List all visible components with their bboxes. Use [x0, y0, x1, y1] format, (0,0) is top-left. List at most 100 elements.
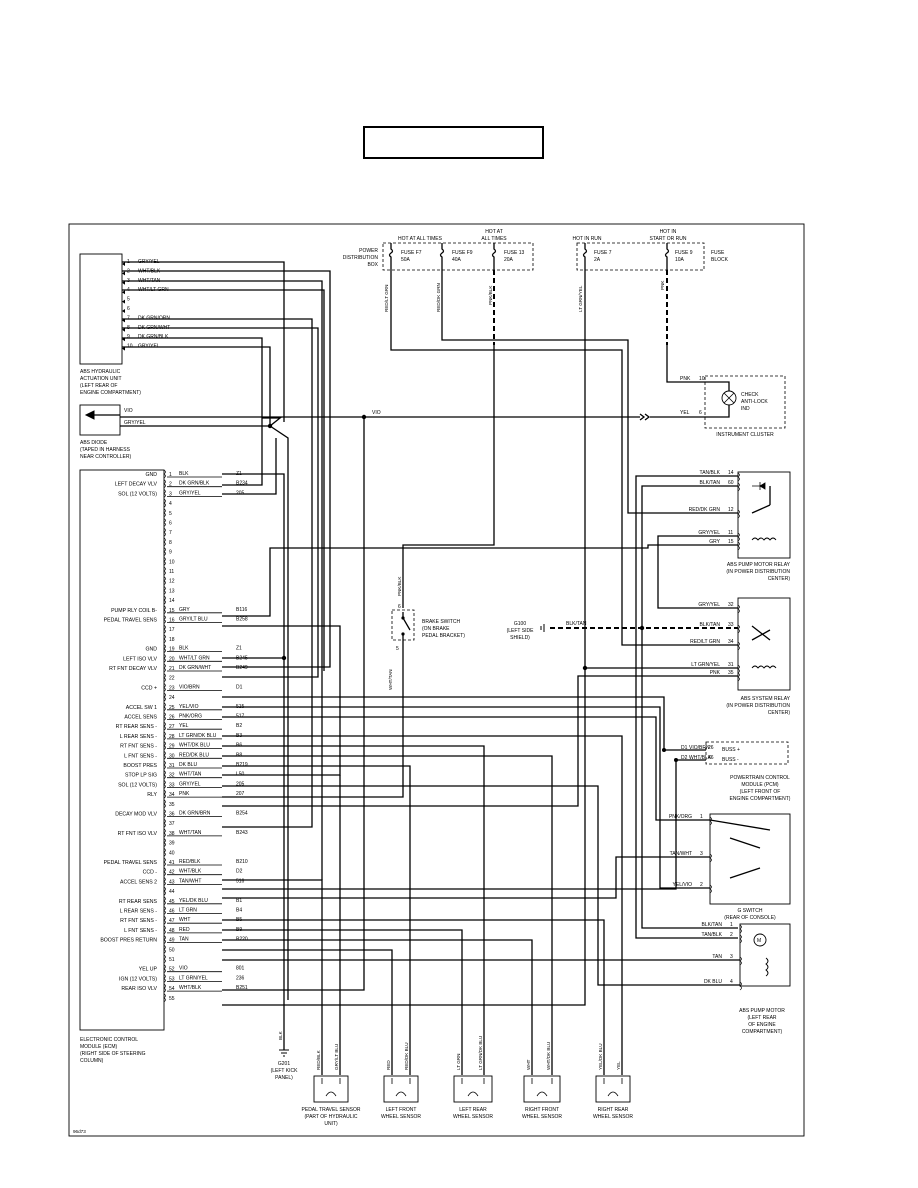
- ecm-pin-terminal: [163, 818, 166, 828]
- ecm-pin-function: PEDAL TRAVEL SENS: [104, 618, 158, 624]
- fuse-f9-symbol: [439, 243, 445, 270]
- ecm-pin-number: 22: [169, 676, 175, 682]
- g100-title-2: (LEFT SIDE: [507, 628, 535, 634]
- g-switch-pin-number: 3: [700, 851, 703, 857]
- ecm-pin-circuit: 236: [236, 975, 245, 981]
- sensor-wire-1: LT GRN: [456, 1054, 461, 1070]
- ecm-pin-function: PUMP RLY COIL B-: [111, 608, 157, 614]
- ecm-pin-number: 43: [169, 879, 175, 885]
- pcm-row1-n: 26: [708, 745, 714, 751]
- fuse-9: FUSE 9 10A: [664, 243, 693, 270]
- ecm-pin-number: 14: [169, 598, 175, 604]
- g100-title-3: SHIELD): [510, 635, 530, 641]
- system-relay-pin-terminal: [737, 664, 740, 674]
- ecm-pin-circuit: B254: [236, 811, 248, 817]
- ecm-box: [79, 469, 165, 1031]
- wire-pnk-org-accel: [222, 716, 710, 821]
- ecm-pin-terminal: [163, 954, 166, 964]
- ecm-pin-number: 44: [169, 889, 175, 895]
- ecm-pin-circuit: B251: [236, 985, 248, 991]
- pcm-title-4: ENGINE COMPARTMENT): [730, 796, 791, 802]
- ecm-pin-wire: BLK: [179, 471, 189, 477]
- g100-ground-icon: [540, 624, 545, 632]
- fuse-13-rating: 20A: [504, 257, 514, 263]
- hcu-title-4: ENGINE COMPARTMENT): [80, 390, 141, 396]
- cluster-internal-wiring: [705, 381, 730, 418]
- ecm-pin-circuit: 515: [236, 704, 245, 710]
- hot-in-start-run-a: HOT IN: [660, 229, 677, 235]
- ecm-pin-terminal: [163, 615, 166, 624]
- hcu-pin-terminal: [122, 262, 125, 266]
- ecm-pin-number: 28: [169, 734, 175, 740]
- ecm-pin-number: 19: [169, 647, 175, 653]
- ecm-pin-function: RT REAR SENS: [119, 899, 158, 905]
- page-header-box: [363, 126, 544, 159]
- ecm-pin-terminal: [163, 915, 166, 925]
- wire-wht-tan-ecm32: [222, 648, 404, 798]
- pump-relay-pin-wire: BLK/TAN: [700, 480, 721, 486]
- pump-motor-pin-terminal: [739, 934, 742, 944]
- fuse-9-name: FUSE 9: [675, 250, 693, 256]
- splice-dot-d2: [674, 758, 678, 762]
- wheel-sensor-icon: [461, 1078, 485, 1097]
- g-switch-pin-number: 2: [700, 882, 703, 888]
- pump-relay-title-1: ABS PUMP MOTOR RELAY: [727, 562, 791, 568]
- ecm-pin-terminal: [163, 731, 166, 741]
- ecm-pin-number: 51: [169, 957, 175, 963]
- ecm-pin-terminal: [163, 673, 166, 682]
- wire-vio-brn-ccd-plus: [222, 696, 706, 751]
- sensor-wire-2: WHT/DK BLU: [546, 1042, 551, 1070]
- ecm-pin-wire: LT GRN/DK BLU: [179, 733, 217, 739]
- g-switch-title-2: (REAR OF CONSOLE): [724, 915, 776, 921]
- ecm-pin-function: LEFT DECAY VLV: [115, 482, 158, 488]
- ecm-pin-number: 48: [169, 928, 175, 934]
- ecm-pin-function: L FNT SENS -: [124, 753, 157, 759]
- ecm-pin-number: 13: [169, 588, 175, 594]
- ecm-pin-wire: WHT/TAN: [179, 830, 202, 836]
- sensor-title: RIGHT REAR: [598, 1107, 629, 1113]
- brake-switch-title-3: PEDAL BRACKET): [422, 633, 465, 639]
- fuse-f9-name: FUSE F9: [452, 250, 473, 256]
- pump-motor-pin-terminal: [739, 956, 742, 966]
- ecm-title-2: MODULE (ECM): [80, 1044, 118, 1050]
- pdb-label-1: POWER: [359, 248, 378, 254]
- ecm-pin-wire: PNK/ORG: [179, 714, 202, 720]
- system-relay-title-3: CENTER): [768, 710, 791, 716]
- g-switch-pin-number: 1: [700, 814, 703, 820]
- ecm-pin-function: SOL (12 VOLTS): [118, 782, 157, 788]
- ecm-pin-terminal: [163, 498, 166, 508]
- hcu-pin-terminal: [122, 309, 125, 313]
- ecm-pin-terminal: [163, 479, 166, 488]
- hcu-title-2: ACTUATION UNIT: [80, 376, 122, 382]
- ecm-pin-function: RT FNT SENS -: [120, 744, 157, 750]
- fuse-9-wire: PNK: [660, 280, 665, 290]
- pump-relay-title-2: (IN POWER DISTRIBUTION: [726, 569, 790, 575]
- system-relay-box: [737, 597, 791, 691]
- ecm-pin-number: 8: [169, 540, 172, 546]
- ecm-pin-number: 4: [169, 501, 172, 507]
- ecm-pin-wire: WHT: [179, 917, 190, 923]
- ecm-pin-function: ACCEL SW 1: [126, 705, 157, 711]
- system-relay-pin-number: 33: [728, 622, 734, 628]
- ecm-pin-terminal: [163, 663, 166, 673]
- hot-at-all-times-1: HOT AT ALL TIMES: [398, 236, 443, 242]
- ecm-pin-circuit: B258: [236, 617, 248, 623]
- ecm-pin-function: RT FNT SENS -: [120, 918, 157, 924]
- fuse-7-symbol: [582, 243, 588, 270]
- ecm-pin-terminal: [163, 527, 166, 537]
- ecm-pin-circuit: B2: [236, 723, 242, 729]
- pump-relay-pin-terminal: [737, 509, 740, 519]
- system-relay-contact: [751, 625, 771, 641]
- ecm-pin-terminal: [163, 896, 166, 906]
- ecm-pin-number: 12: [169, 579, 175, 585]
- fuse-7-wire: LT GRN/YEL: [578, 285, 583, 312]
- brake-switch-pivot: [401, 616, 405, 620]
- wire-pnk-cluster: [666, 345, 705, 383]
- fuse-f7: FUSE F7 50A: [388, 243, 422, 270]
- ecm-pin-number: 54: [169, 986, 175, 992]
- hcu-wire-7: [122, 318, 313, 828]
- wire-red-blk-pedal-sensor: [222, 879, 323, 1075]
- ecm-pin-number: 30: [169, 753, 175, 759]
